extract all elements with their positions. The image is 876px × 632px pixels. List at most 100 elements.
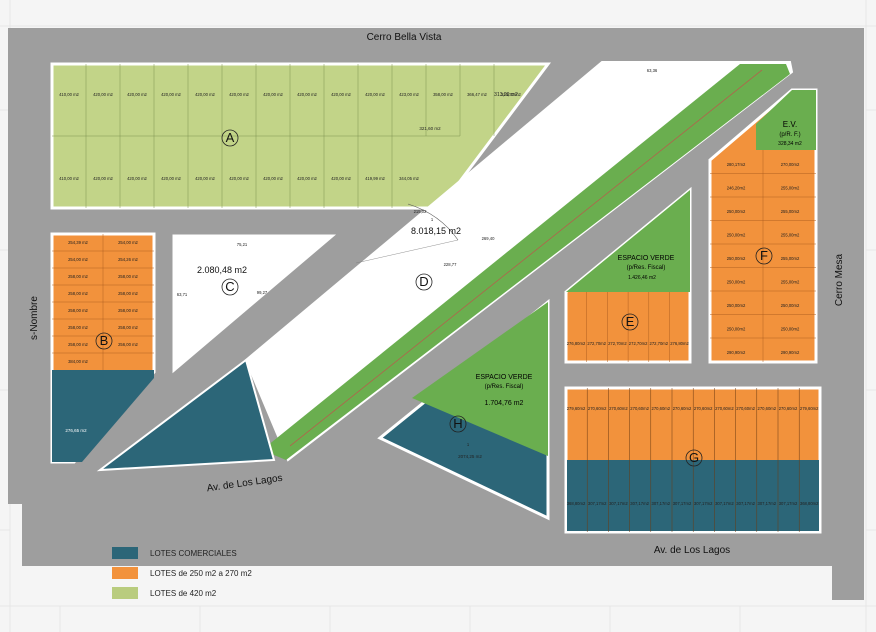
legend-label-medium-lots: LOTES de 250 m2 a 270 m2 [150, 569, 252, 578]
block-h-label: H [453, 416, 462, 431]
block-g-lot-area-bottom: 307,17m2 [609, 501, 628, 506]
block-a-lot-area-top: 420,00 m2 [161, 92, 181, 97]
block-a-lot-area-top: 315,33 m2 [501, 92, 521, 97]
block-a-lot-area-bottom: 420,00 m2 [195, 176, 215, 181]
block-a-lot-area-bottom: 420,00 m2 [161, 176, 181, 181]
block-b-lot-area: 256,00 m2 [118, 342, 138, 347]
block-e-green-title: ESPACIO VERDE [618, 255, 675, 262]
block-g-lot-lines [586, 388, 800, 532]
block-d-area: 8.018,15 m2 [411, 226, 461, 236]
block-g-lot-area-bottom: 307,17m2 [651, 501, 670, 506]
block-a-lot-area-bottom: 420,00 m2 [229, 176, 249, 181]
block-e-lot-area: 272,70m2 [649, 341, 668, 346]
block-a-lot-area-bottom: 410,00 m2 [59, 176, 79, 181]
block-b-commercial [52, 370, 154, 462]
block-a-lot-area-top: 420,00 m2 [127, 92, 147, 97]
block-d-dim-b: 269,40 [482, 236, 495, 241]
block-h-lot-area: 2074,25 m2 [458, 454, 482, 459]
block-a-lot-area-top: 420,00 m2 [297, 92, 317, 97]
block-a-lot-area-bottom: 420,00 m2 [263, 176, 283, 181]
block-a-lot-area-top: 358,00 m2 [433, 92, 453, 97]
block-g-lot-area-top: 270,60m2 [651, 406, 670, 411]
street-left-label: s-Nombre [29, 296, 40, 340]
block-c-area: 2.080,48 m2 [197, 265, 247, 275]
block-e-green-sub: (p/Res. Fiscal) [627, 265, 666, 271]
block-a-lot-area-top: 420,00 m2 [263, 92, 283, 97]
block-b-lot-lines [52, 234, 154, 370]
block-e-green-area: 1.426,46 m2 [628, 275, 656, 281]
block-e-lot-area: 276,80m2 [567, 341, 586, 346]
block-h-green [412, 302, 548, 456]
block-b-lot-area: 258,00 m2 [68, 325, 88, 330]
block-f-lot-area: 250,00m2 [727, 233, 746, 238]
block-a-lot-area-bottom: 420,00 m2 [93, 176, 113, 181]
block-b-lot-area: 254,00 m2 [118, 240, 138, 245]
block-d-dim-top: 63,36 [647, 68, 658, 73]
block-g-lot-area-bottom: 307,17m2 [694, 501, 713, 506]
green-strip-axis [289, 69, 763, 447]
block-label-markers [95, 129, 773, 467]
block-f-lot-area: 255,00m2 [781, 209, 800, 214]
block-a-lot-area-top: 423,00 m2 [399, 92, 419, 97]
block-h-green-title: ESPACIO VERDE [476, 374, 533, 381]
block-g-label: G [689, 450, 699, 465]
block-f-lot-area: 290,90m2 [727, 350, 746, 355]
street-bottom-right-label: Av. de Los Lagos [654, 545, 730, 556]
block-f-ev [756, 90, 816, 150]
block-g-lot-area-top: 270,60m2 [630, 406, 649, 411]
block-b-lot-area: 258,00 m2 [68, 274, 88, 279]
legend-swatch-medium-lots [112, 567, 138, 579]
block-f-lot-area: 290,90m2 [781, 350, 800, 355]
block-b-lot-area: 258,00 m2 [68, 342, 88, 347]
block-c-dim-side: 63,71 [177, 292, 188, 297]
block-d-lot-no: 1 [431, 217, 434, 222]
block-f-lot-area: 280,17m2 [727, 162, 746, 167]
block-f-lot-area: 255,00m2 [781, 186, 800, 191]
block-g-lot-area-top: 279,60m2 [567, 406, 586, 411]
block-g-lot-area-bottom: 307,17m2 [736, 501, 755, 506]
block-g-lot-area-bottom: 307,17m2 [779, 501, 798, 506]
block-h-lot-no: 1 [467, 442, 470, 447]
block-e-lot-area: 272,70m2 [608, 341, 627, 346]
block-a-lot-area-bottom: 420,00 m2 [127, 176, 147, 181]
street-top-label: Cerro Bella Vista [367, 32, 442, 43]
block-f-lot-area: 250,00m2 [727, 327, 746, 332]
block-a-label: A [226, 130, 235, 145]
block-e-label: E [626, 314, 635, 329]
block-a-lot-area-top: 420,00 m2 [195, 92, 215, 97]
block-b-label: B [100, 333, 109, 348]
block-g-lot-area-top: 270,60m2 [609, 406, 628, 411]
block-b-lot-area: 258,00 m2 [118, 325, 138, 330]
block-a-lot-area-bottom: 420,00 m2 [297, 176, 317, 181]
block-a-lot-area-bottom: 344,05 m2 [399, 176, 419, 181]
legend-label-large-lots: LOTES de 420 m2 [150, 589, 217, 598]
block-g-lot-area-bottom: 368,80m2 [567, 501, 586, 506]
block-d-label: D [419, 274, 428, 289]
block-e-lot-area: 272,70m2 [629, 341, 648, 346]
block-g-lot-area-bottom: 307,17m2 [673, 501, 692, 506]
block-f-lot-area: 246,20m2 [727, 186, 746, 191]
block-c [172, 234, 337, 374]
block-f-lot-area: 270,00m2 [781, 162, 800, 167]
block-f-lot-area: 250,00m2 [781, 303, 800, 308]
block-b-lot-area: 258,00 m2 [118, 308, 138, 313]
block-g-lot-area-bottom: 307,17m2 [757, 501, 776, 506]
block-f-ev-title: E.V. [783, 120, 797, 129]
legend-swatch-large-lots [112, 587, 138, 599]
block-a-corner-area: 313,29 m2 [494, 92, 518, 98]
block-g-lot-area-top: 279,60m2 [800, 406, 819, 411]
block-f-lot-lines [710, 150, 816, 362]
legend-swatch-commercial [112, 547, 138, 559]
block-f-lot-area: 255,00m2 [781, 256, 800, 261]
block-a-lot-area-top: 366,47 m2 [467, 92, 487, 97]
block-f-lot-area: 250,00m2 [727, 280, 746, 285]
block-d-dimension-line [355, 239, 459, 264]
legend: LOTES COMERCIALES LOTES de 250 m2 a 270 … [112, 547, 252, 599]
block-a-lot-lines [52, 64, 495, 208]
block-a-lot-area-top: 420,00 m2 [365, 92, 385, 97]
block-d-inner-curve [407, 203, 459, 241]
block-b-lot-area: 254,26 m2 [118, 257, 138, 262]
block-g-lot-area-bottom: 368,80m2 [800, 501, 819, 506]
block-b-lot-area: 254,00 m2 [68, 257, 88, 262]
